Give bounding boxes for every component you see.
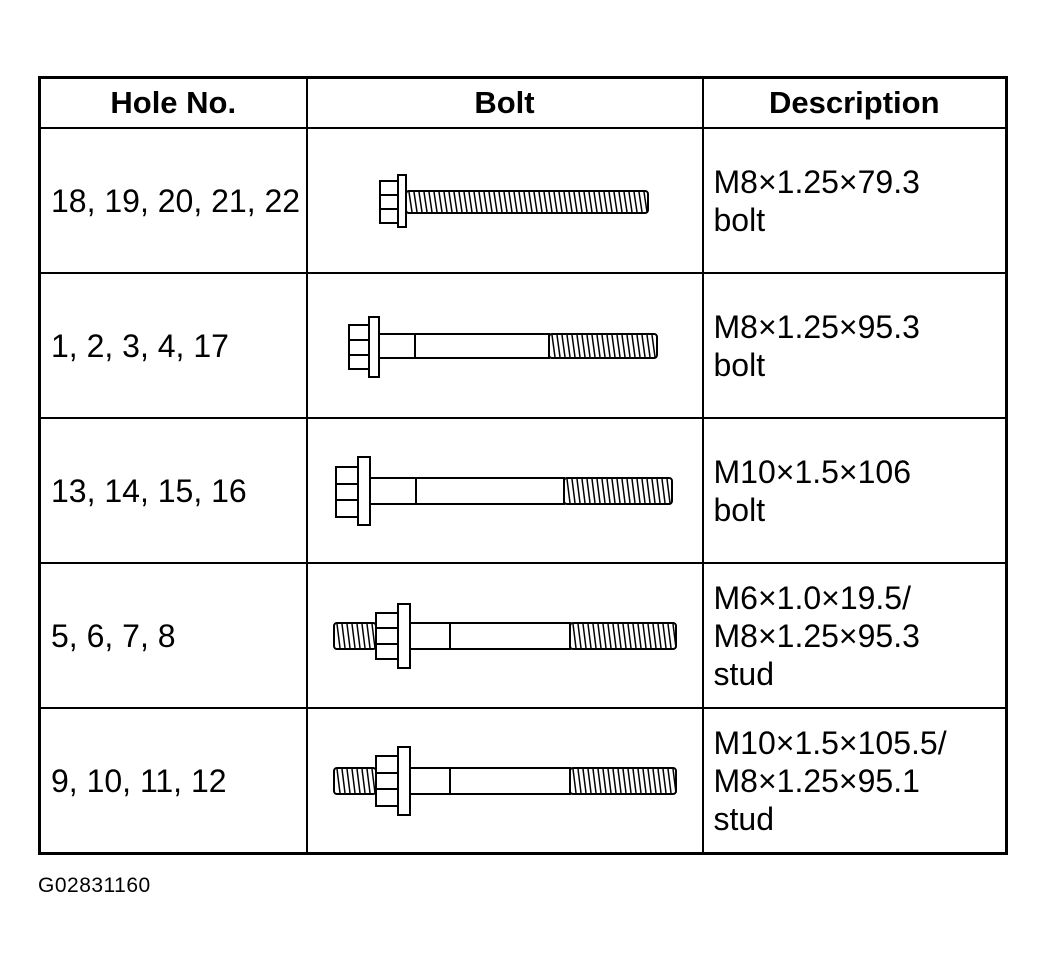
description-line: bolt	[713, 346, 766, 383]
table-row: 9, 10, 11, 12 M10×1.5×105.5/ M8×1.25×95.…	[38, 707, 1008, 855]
hole-numbers: 13, 14, 15, 16	[38, 417, 308, 564]
table-row: 13, 14, 15, 16 M10×1.5×106 bolt	[38, 417, 1008, 564]
description-line: M10×1.5×106	[713, 453, 912, 490]
description-line: stud	[713, 800, 774, 837]
table-row: 5, 6, 7, 8 M6×1.0×19.5/ M8×1.25×95.3 s	[38, 562, 1008, 709]
description-cell: M6×1.0×19.5/ M8×1.25×95.3 stud	[701, 562, 1008, 709]
description-cell: M10×1.5×105.5/ M8×1.25×95.1 stud	[701, 707, 1008, 855]
description-line: M8×1.25×95.1	[713, 762, 920, 799]
description-line: stud	[713, 655, 774, 692]
hole-numbers: 18, 19, 20, 21, 22	[38, 127, 308, 274]
description-line: M10×1.5×105.5/	[713, 724, 947, 761]
double-ended-stud-icon	[332, 602, 677, 669]
double-ended-stud-icon	[332, 745, 677, 816]
flange-bolt-partial-thread-icon	[347, 315, 658, 378]
description-line: bolt	[713, 491, 766, 528]
header-hole-no: Hole No.	[38, 76, 308, 129]
description-line: M8×1.25×79.3	[713, 163, 920, 200]
header-bolt: Bolt	[305, 76, 704, 129]
table-row: 18, 19, 20, 21, 22 M8×1.25×79.3 bolt	[38, 127, 1008, 274]
description-cell: M8×1.25×79.3 bolt	[701, 127, 1008, 274]
hole-numbers: 1, 2, 3, 4, 17	[38, 272, 308, 419]
header-row: Hole No. Bolt Description	[38, 76, 1008, 129]
header-description: Description	[701, 76, 1008, 129]
table-row: 1, 2, 3, 4, 17 M8×1.25×95.3 bolt	[38, 272, 1008, 419]
hole-numbers: 9, 10, 11, 12	[38, 707, 308, 855]
bolt-table: Hole No. Bolt Description 18, 19, 20, 21…	[38, 76, 1008, 855]
flange-bolt-full-thread-icon	[378, 173, 649, 228]
description-line: M6×1.0×19.5/	[713, 579, 911, 616]
description-cell: M10×1.5×106 bolt	[701, 417, 1008, 564]
hole-numbers: 5, 6, 7, 8	[38, 562, 308, 709]
description-line: M8×1.25×95.3	[713, 308, 920, 345]
description-cell: M8×1.25×95.3 bolt	[701, 272, 1008, 419]
flange-bolt-partial-thread-icon	[334, 455, 673, 526]
description-line: bolt	[713, 201, 766, 238]
figure-code: G02831160	[38, 874, 151, 897]
description-line: M8×1.25×95.3	[713, 617, 920, 654]
